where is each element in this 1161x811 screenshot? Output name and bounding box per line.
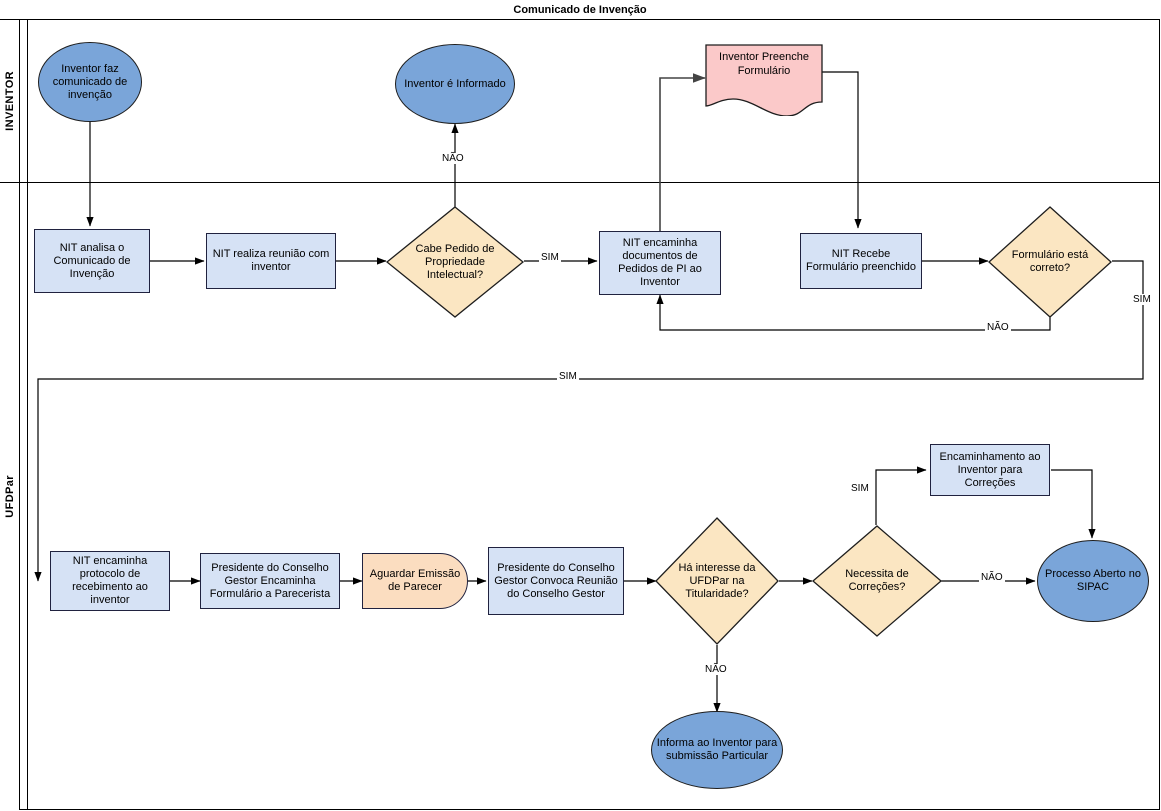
node-processo-aberto-sipac[interactable]: Processo Aberto no SIPAC [1037, 540, 1149, 622]
node-label: NIT realiza reunião com inventor [212, 248, 330, 273]
edge-label-sim-correcoes: SIM [849, 483, 871, 494]
node-label: NIT encaminha protocolo de recebimento a… [72, 555, 148, 606]
lane-divider [0, 182, 1160, 183]
node-nit-realiza-reuniao[interactable]: NIT realiza reunião com inventor [206, 233, 336, 289]
node-label: Presidente do Conselho Gestor Convoca Re… [494, 561, 618, 600]
decision-shape-icon [385, 206, 525, 318]
node-cabe-pedido-pi[interactable]: Cabe Pedido de Propriedade Intelectual? [385, 206, 525, 318]
node-nit-recebe-formulario[interactable]: NIT Recebe Formulário preenchido [800, 233, 922, 289]
decision-shape-icon [655, 517, 779, 645]
edge-label-nao-informado: NÃO [440, 153, 466, 164]
pool-title: Comunicado de Invenção [0, 0, 1160, 20]
node-nit-encaminha-protocolo[interactable]: NIT encaminha protocolo de recebimento a… [50, 551, 170, 611]
edge-label-sim-cabe: SIM [539, 252, 561, 263]
node-label: Inventor faz comunicado de invenção [52, 62, 128, 101]
lane-label-ufdpar: UFDPar [0, 182, 20, 810]
lane-label-inventor: INVENTOR [0, 20, 20, 182]
decision-shape-icon [988, 206, 1112, 318]
node-encaminhamento-inventor-correcoes[interactable]: Encaminhamento ao Inventor para Correçõe… [930, 444, 1050, 496]
node-label: Aguardar Emissão de Parecer [369, 568, 461, 593]
edge-label-nao-formulario: NÃO [985, 322, 1011, 333]
node-label: Inventor é Informado [404, 77, 506, 90]
node-label: Presidente do Conselho Gestor Encaminha … [209, 561, 331, 600]
node-label: Há interesse da UFDPar na Titularidade? [678, 561, 756, 600]
node-inventor-informado[interactable]: Inventor é Informado [395, 44, 515, 124]
node-presidente-convoca-reuniao[interactable]: Presidente do Conselho Gestor Convoca Re… [488, 547, 624, 615]
node-ha-interesse-titularidade[interactable]: Há interesse da UFDPar na Titularidade? [655, 517, 779, 645]
node-nit-analisa-comunicado[interactable]: NIT analisa o Comunicado de Invenção [34, 229, 150, 293]
node-necessita-correcoes[interactable]: Necessita de Correções? [812, 525, 942, 637]
node-label: NIT analisa o Comunicado de Invenção [53, 241, 131, 280]
node-aguardar-emissao-parecer[interactable]: Aguardar Emissão de Parecer [362, 553, 468, 609]
node-presidente-encaminha-parecerista[interactable]: Presidente do Conselho Gestor Encaminha … [200, 553, 340, 609]
edge-label-sim-formulario: SIM [1131, 294, 1153, 305]
node-inventor-faz-comunicado[interactable]: Inventor faz comunicado de invenção [38, 42, 142, 122]
edge-label-nao-titularidade: NÃO [703, 664, 729, 675]
node-nit-encaminha-documentos-pi[interactable]: NIT encaminha documentos de Pedidos de P… [599, 231, 721, 295]
node-label: Necessita de Correções? [845, 568, 909, 593]
node-label: Cabe Pedido de Propriedade Intelectual? [415, 242, 495, 281]
node-label: NIT encaminha documentos de Pedidos de P… [618, 237, 702, 288]
node-label: NIT Recebe Formulário preenchido [805, 248, 917, 273]
node-label: Encaminhamento ao Inventor para Correçõe… [939, 450, 1041, 489]
node-label: Informa ao Inventor para submissão Parti… [656, 737, 778, 762]
lane-inner-divider [27, 20, 28, 810]
document-shape-icon [705, 44, 823, 117]
node-inventor-preenche-formulario[interactable]: Inventor Preenche Formulário [705, 44, 823, 117]
edge-label-nao-correcoes: NÃO [979, 572, 1005, 583]
node-label: Processo Aberto no SIPAC [1044, 568, 1141, 593]
node-label: Formulário está correto? [1011, 249, 1089, 274]
decision-shape-icon [812, 525, 942, 637]
node-label: Inventor Preenche Formulário [719, 51, 809, 77]
node-informa-inventor-submissao-particular[interactable]: Informa ao Inventor para submissão Parti… [651, 711, 783, 789]
edge-label-sim-longo: SIM [557, 371, 579, 382]
node-formulario-correto[interactable]: Formulário está correto? [988, 206, 1112, 318]
